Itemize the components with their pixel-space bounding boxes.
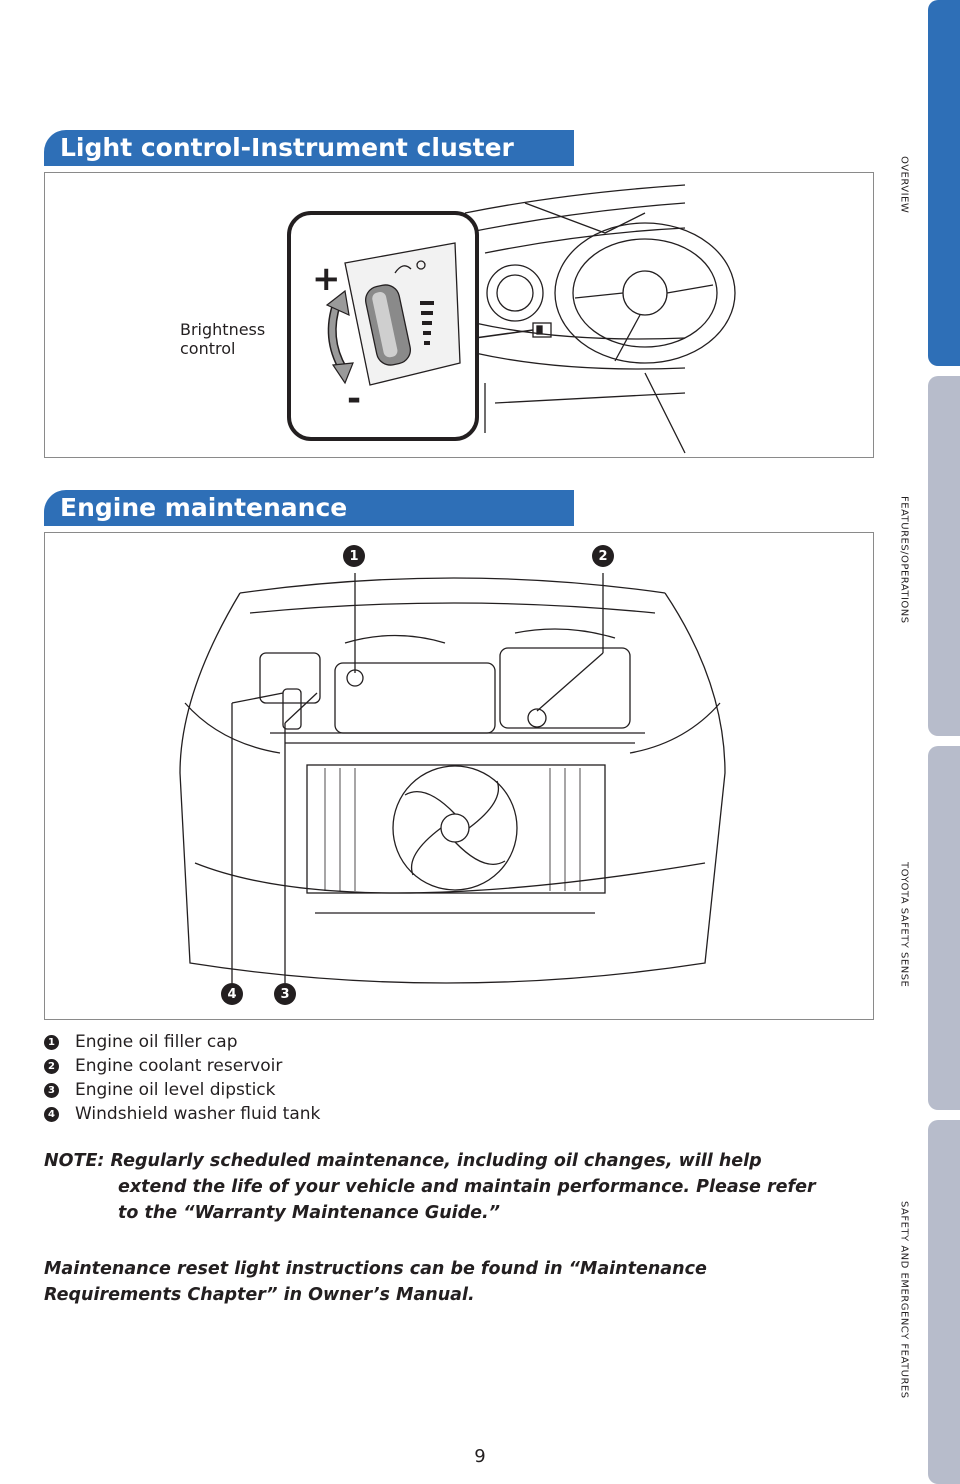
section-title: Engine maintenance bbox=[60, 493, 348, 522]
callout-1: 1 bbox=[343, 545, 365, 567]
side-tab-safety-emergency[interactable] bbox=[928, 1120, 960, 1484]
legend-text: Engine oil filler cap bbox=[75, 1032, 238, 1052]
legend-number: 4 bbox=[44, 1106, 59, 1122]
side-label-overview: OVERVIEW bbox=[898, 156, 910, 214]
section-header-light-control: Light control-Instrument cluster bbox=[44, 130, 574, 166]
side-label-safety-emergency: SAFETY AND EMERGENCY FEATURES bbox=[898, 1201, 910, 1399]
note-line-3: to the “Warranty Maintenance Guide.” bbox=[118, 1203, 500, 1223]
maintenance-reset-note: Maintenance reset light instructions can… bbox=[44, 1256, 874, 1308]
callout-2: 2 bbox=[592, 545, 614, 567]
legend-text: Windshield washer fluid tank bbox=[75, 1104, 321, 1124]
light-control-illustration-frame: + - bbox=[44, 172, 874, 458]
side-tab-features[interactable] bbox=[928, 376, 960, 736]
brightness-label-line2: control bbox=[180, 339, 236, 358]
page-number: 9 bbox=[474, 1446, 486, 1467]
side-label-safety-sense: TOYOTA SAFETY SENSE bbox=[898, 862, 910, 988]
note-line-2: extend the life of your vehicle and main… bbox=[118, 1177, 816, 1197]
legend-text: Engine coolant reservoir bbox=[75, 1056, 283, 1076]
side-tab-overview[interactable] bbox=[928, 0, 960, 366]
callout-4: 4 bbox=[221, 983, 243, 1005]
dashboard-illustration bbox=[287, 184, 736, 454]
engine-legend: 1 Engine oil filler cap 2 Engine coolant… bbox=[44, 1030, 320, 1126]
legend-number: 2 bbox=[44, 1058, 59, 1074]
legend-item: 3 Engine oil level dipstick bbox=[44, 1078, 320, 1102]
engine-illustration-frame: 1 2 4 3 bbox=[44, 532, 874, 1020]
note-line-1: NOTE: Regularly scheduled maintenance, i… bbox=[44, 1151, 762, 1171]
maintenance-note: NOTE: Regularly scheduled maintenance, i… bbox=[44, 1148, 874, 1226]
callout-3: 3 bbox=[274, 983, 296, 1005]
minus-sign: - bbox=[347, 379, 362, 419]
side-tab-safety-sense[interactable] bbox=[928, 746, 960, 1110]
legend-item: 4 Windshield washer fluid tank bbox=[44, 1102, 320, 1126]
plus-sign: + bbox=[312, 259, 341, 299]
brightness-control-label: Brightness control bbox=[180, 320, 265, 358]
brightness-label-line1: Brightness bbox=[180, 320, 266, 339]
engine-bay-illustration bbox=[179, 573, 726, 984]
legend-text: Engine oil level dipstick bbox=[75, 1080, 276, 1100]
reset-note-line-2: Requirements Chapter” in Owner’s Manual. bbox=[44, 1285, 475, 1305]
section-header-engine-maintenance: Engine maintenance bbox=[44, 490, 574, 526]
legend-item: 2 Engine coolant reservoir bbox=[44, 1054, 320, 1078]
section-title: Light control-Instrument cluster bbox=[60, 133, 514, 162]
legend-number: 1 bbox=[44, 1034, 59, 1050]
legend-item: 1 Engine oil filler cap bbox=[44, 1030, 320, 1054]
legend-number: 3 bbox=[44, 1082, 59, 1098]
reset-note-line-1: Maintenance reset light instructions can… bbox=[44, 1259, 707, 1279]
side-label-features: FEATURES/OPERATIONS bbox=[898, 496, 910, 624]
